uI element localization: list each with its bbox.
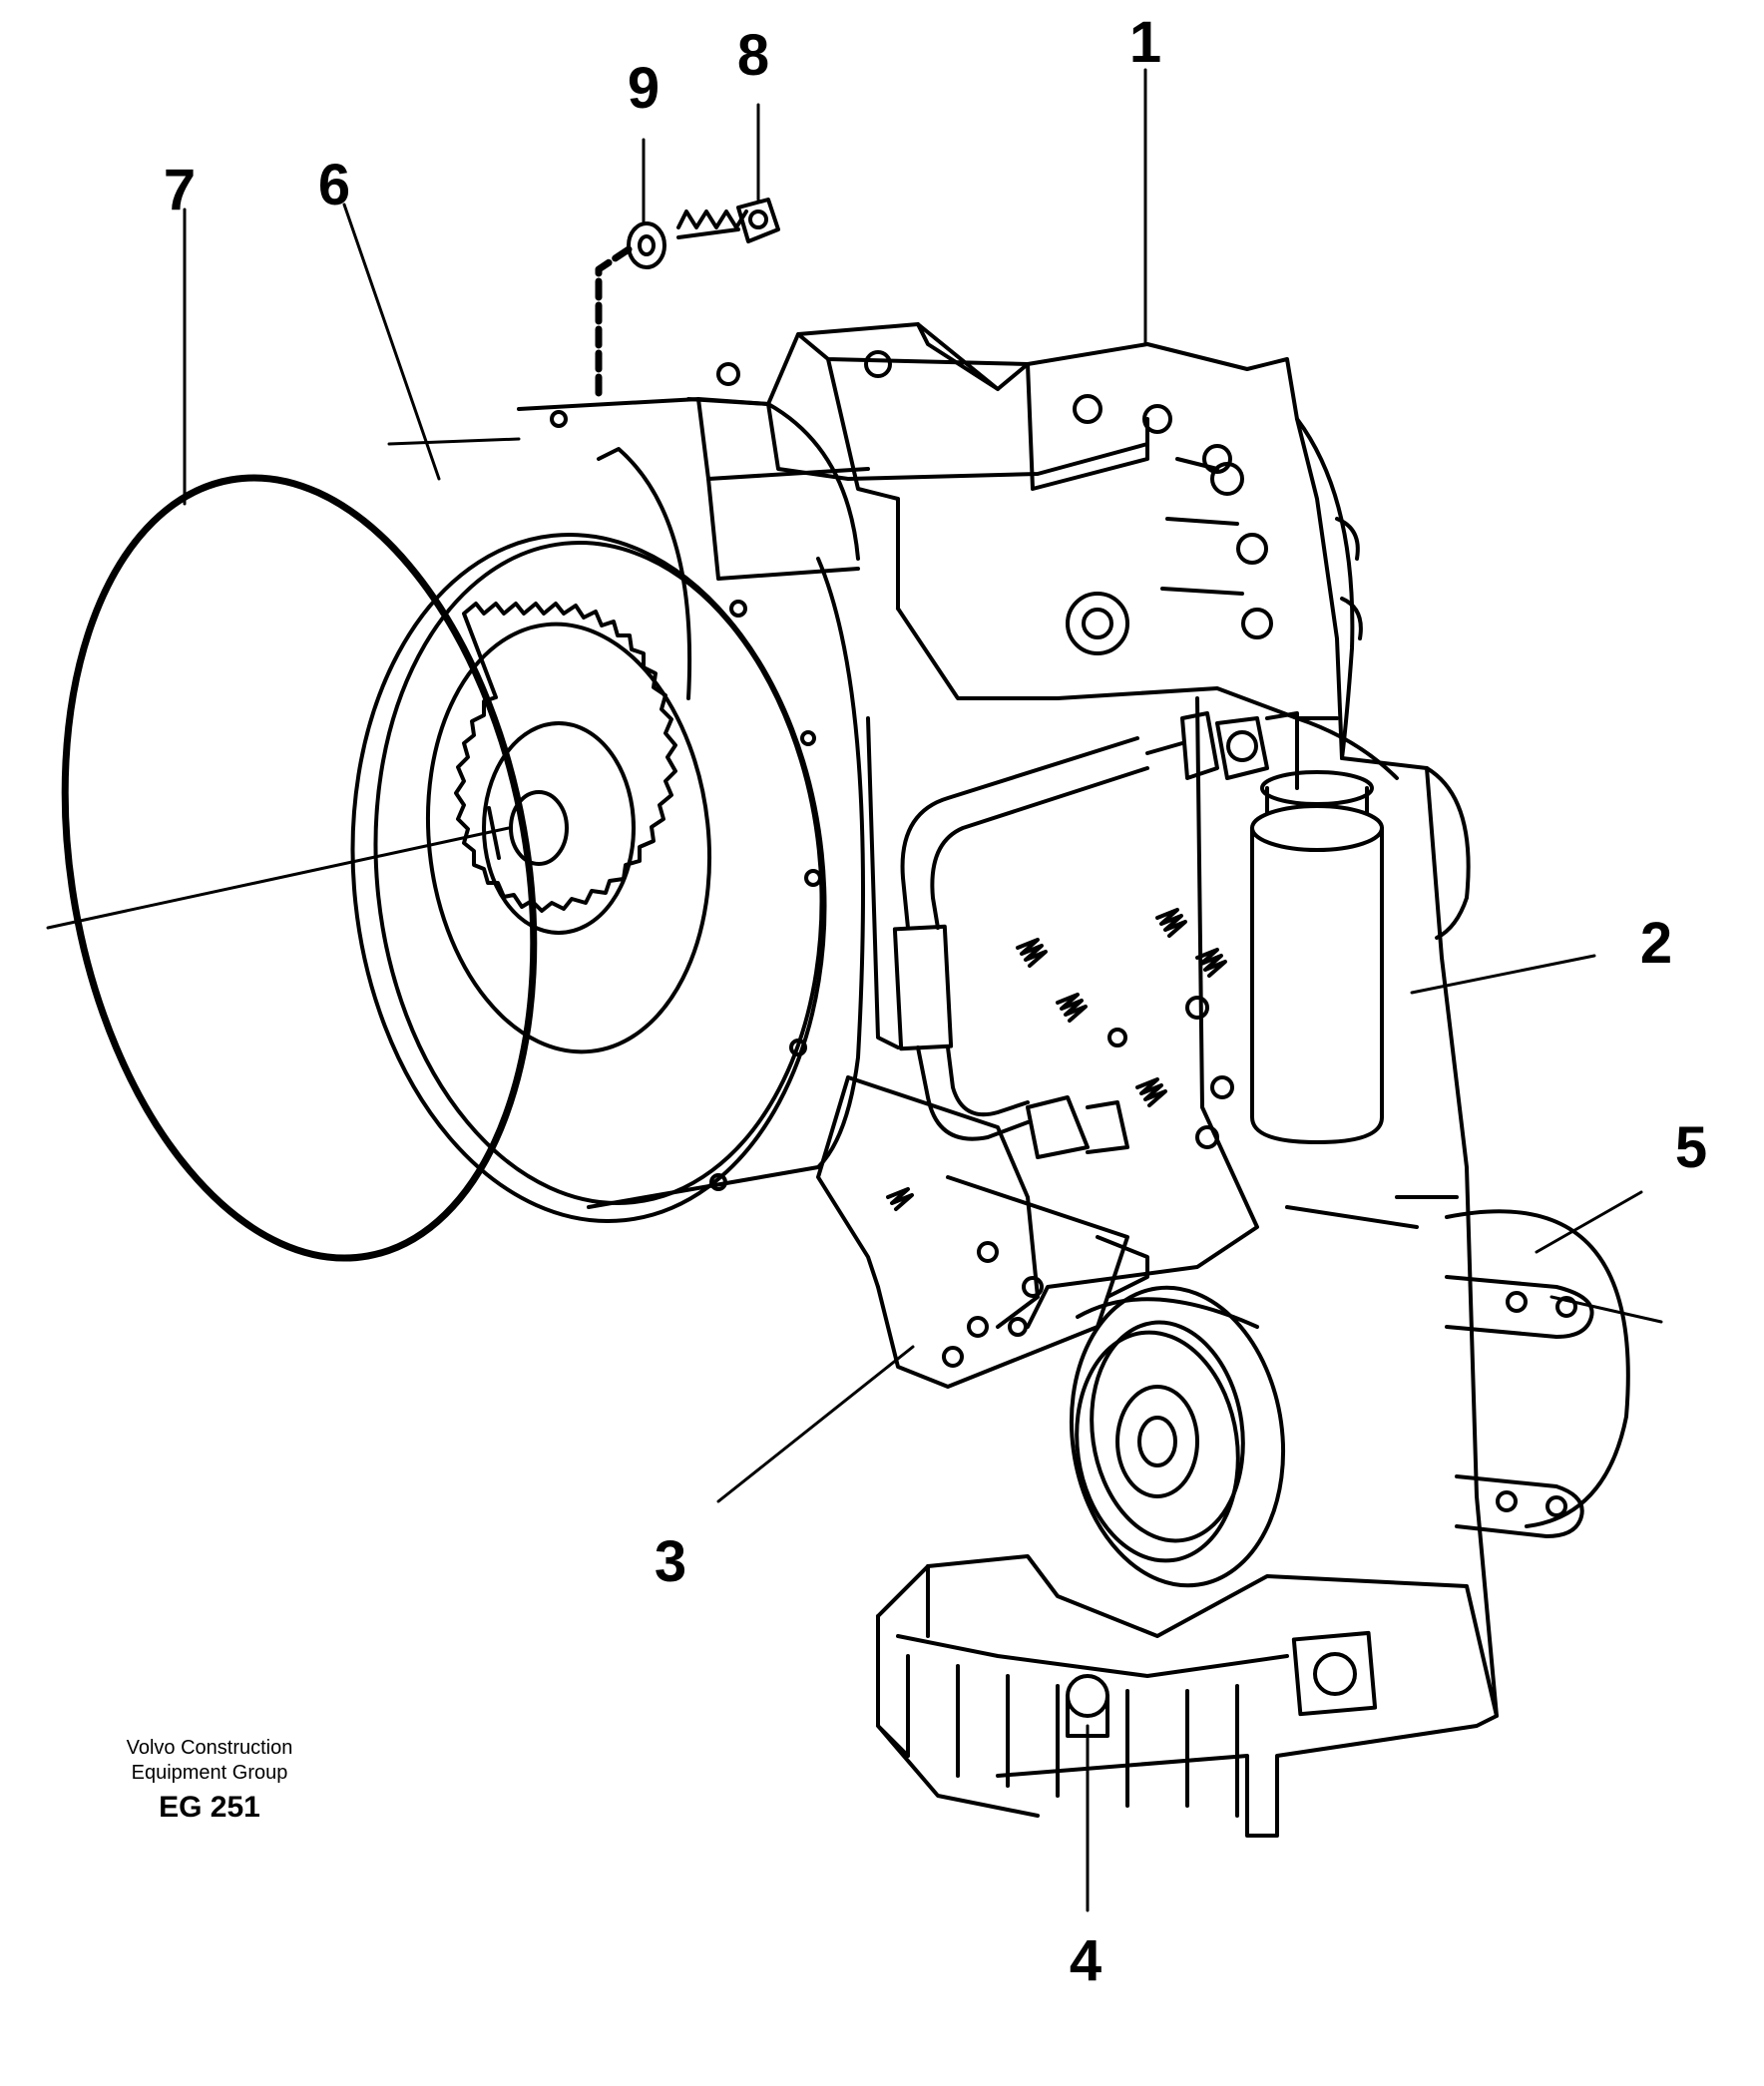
callout-5: 5 (1675, 1115, 1707, 1180)
oil-filter-part (1250, 770, 1384, 1144)
figure-code: EG 251 (159, 1791, 260, 1824)
o-ring-part (61, 474, 538, 1262)
callout-2: 2 (1640, 911, 1672, 976)
publisher-caption: Volvo Construction Equipment Group (100, 1736, 319, 1786)
transmission-housing-part (686, 322, 1630, 1838)
callout-9: 9 (628, 56, 660, 121)
callout-4: 4 (1070, 1928, 1102, 1993)
callout-6: 6 (318, 153, 350, 217)
assembly-path-dashed (595, 245, 633, 403)
flywheel-housing-part (350, 397, 870, 1223)
callout-labels: 1 2 3 4 5 6 7 8 9 (164, 10, 1707, 1993)
publisher-line-1: Volvo Construction (126, 1737, 293, 1759)
oil-pipe-part (816, 711, 1299, 1389)
callout-3: 3 (655, 1529, 686, 1594)
leader-lines (46, 68, 1663, 1912)
washer-part (627, 221, 666, 269)
callout-7: 7 (164, 158, 196, 222)
publisher-line-2: Equipment Group (131, 1762, 288, 1784)
bolt-part (676, 198, 780, 243)
callout-8: 8 (737, 23, 769, 88)
callout-1: 1 (1129, 10, 1161, 75)
